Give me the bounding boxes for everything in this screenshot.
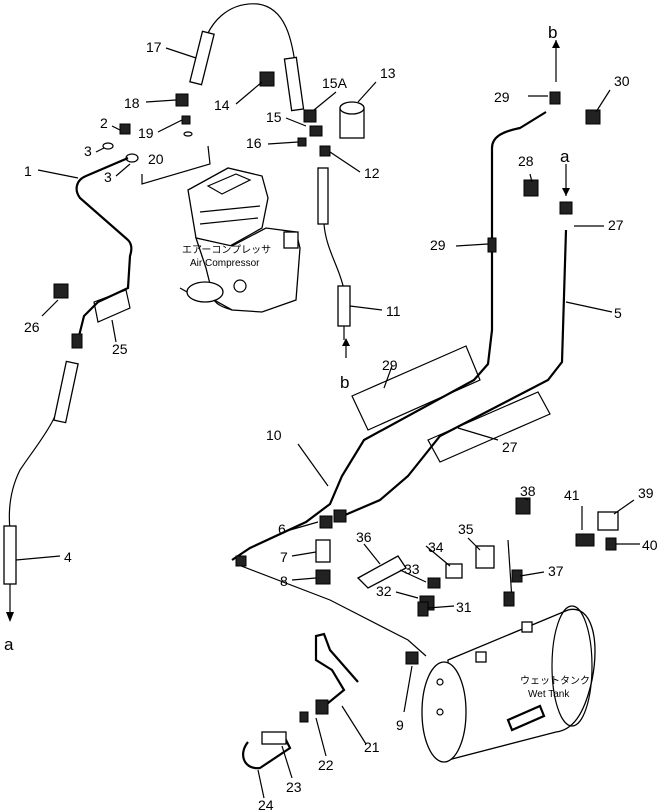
connector-a-top: a	[560, 147, 570, 166]
callout-39: 39	[638, 485, 654, 501]
callout-30: 30	[614, 73, 630, 89]
callout-19: 19	[138, 125, 154, 141]
connector-b-top: b	[548, 23, 557, 42]
bracket-24	[242, 735, 292, 770]
callout-22: 22	[318, 757, 334, 773]
callout-32: 32	[376, 583, 392, 599]
pipe-1	[75, 156, 133, 341]
callout-29-mid: 29	[430, 237, 446, 253]
hose-11	[323, 223, 345, 291]
fittings	[53, 71, 619, 745]
callout-20: 20	[148, 151, 164, 167]
air-compressor	[179, 167, 301, 313]
callout-38: 38	[520, 483, 536, 499]
callout-3-bottom: 3	[104, 169, 112, 185]
callout-31: 31	[456, 599, 472, 615]
wet-tank	[421, 605, 596, 763]
callout-numbers: 17 18 2 3 19 20 1 3 14 15A 13 15 16 12 1…	[4, 23, 658, 811]
callout-13: 13	[380, 65, 396, 81]
callout-34: 34	[428, 539, 444, 555]
callout-25: 25	[112, 341, 128, 357]
leader-lines	[15, 47, 640, 799]
pipe-10	[231, 111, 547, 561]
tank-label-en: Wet Tank	[528, 689, 570, 700]
callout-5: 5	[614, 305, 622, 321]
callout-4: 4	[64, 549, 72, 565]
callout-18: 18	[124, 95, 140, 111]
callout-12: 12	[364, 165, 380, 181]
callout-28: 28	[518, 153, 534, 169]
callout-9: 9	[396, 717, 404, 733]
compressor-label-en: Air Compressor	[190, 258, 260, 269]
callout-23: 23	[286, 779, 302, 795]
callout-15a: 15A	[322, 75, 348, 91]
callout-16: 16	[246, 135, 262, 151]
pipe-5	[337, 229, 568, 520]
callout-37: 37	[548, 563, 564, 579]
hose-17	[199, 3, 297, 71]
callout-15: 15	[266, 109, 282, 125]
connector-a-bottom: a	[4, 635, 14, 654]
callout-35: 35	[458, 521, 474, 537]
callout-40: 40	[642, 537, 658, 553]
callout-11: 11	[386, 303, 401, 319]
pipe-21	[314, 632, 359, 709]
callout-21: 21	[364, 739, 380, 755]
callout-2: 2	[100, 115, 108, 131]
callout-26: 26	[24, 319, 40, 335]
tank-label-jp: ウェットタンク	[520, 675, 590, 687]
callout-24: 24	[258, 797, 274, 811]
callout-41: 41	[564, 487, 580, 503]
callout-29-bottom: 29	[382, 357, 398, 373]
callout-6: 6	[278, 521, 286, 537]
callout-1: 1	[24, 163, 32, 179]
callout-27-bottom: 27	[502, 439, 518, 455]
callout-17: 17	[146, 39, 162, 55]
callout-10: 10	[266, 427, 282, 443]
connector-b-bottom: b	[340, 373, 349, 392]
callout-8: 8	[280, 573, 288, 589]
compressor-label-jp: エアーコンプレッサ	[182, 244, 271, 256]
callout-33: 33	[404, 561, 420, 577]
callout-36: 36	[356, 529, 372, 545]
callout-3-top: 3	[84, 143, 92, 159]
callout-29-top: 29	[494, 89, 510, 105]
callout-7: 7	[280, 549, 288, 565]
callout-27-top: 27	[608, 217, 624, 233]
callout-14: 14	[214, 97, 230, 113]
